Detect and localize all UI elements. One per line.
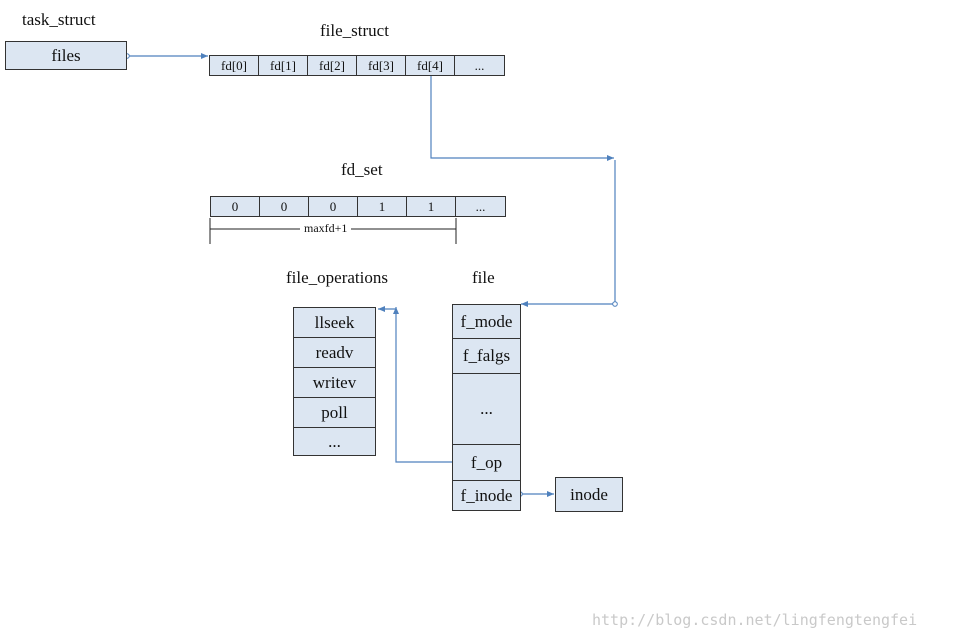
fd-cell: ... <box>454 55 505 76</box>
fd-set-cell: 1 <box>357 196 407 217</box>
fd-set-cell: 0 <box>308 196 358 217</box>
fd-set-cell: 0 <box>210 196 260 217</box>
file-field: f_mode <box>452 304 521 339</box>
operation-entry: ... <box>293 427 376 456</box>
operation-entry: writev <box>293 367 376 398</box>
fd-cell: fd[2] <box>307 55 357 76</box>
file-struct-array: fd[0] fd[1] fd[2] fd[3] fd[4] ... <box>209 55 505 76</box>
task-struct-title: task_struct <box>22 10 96 29</box>
fd4-junction-dot <box>612 301 618 307</box>
file-operations-table: llseek readv writev poll ... <box>293 307 376 456</box>
fd4-to-file-arrow <box>430 76 614 161</box>
file-struct-title: file_struct <box>320 21 389 40</box>
watermark-url: http://blog.csdn.net/lingfengtengfei <box>592 611 918 629</box>
files-field-box: files <box>5 41 127 70</box>
file-field: ... <box>452 373 521 445</box>
fd-set-array: 0 0 0 1 1 ... <box>210 196 506 217</box>
operation-entry: llseek <box>293 307 376 338</box>
fd-set-cell: 1 <box>406 196 456 217</box>
file-field: f_inode <box>452 480 521 511</box>
fd-set-cell: ... <box>455 196 506 217</box>
fd-cell: fd[4] <box>405 55 455 76</box>
inode-label: inode <box>570 484 608 504</box>
fd-cell: fd[3] <box>356 55 406 76</box>
inode-box: inode <box>555 477 623 512</box>
files-field-label: files <box>51 45 81 65</box>
operation-entry: poll <box>293 397 376 428</box>
operation-entry: readv <box>293 337 376 368</box>
fd-cell: fd[0] <box>209 55 259 76</box>
file-table: f_mode f_falgs ... f_op f_inode <box>452 304 521 511</box>
file-title: file <box>472 268 495 287</box>
file-field: f_op <box>452 444 521 481</box>
file-pointer-path <box>521 160 616 307</box>
file-field: f_falgs <box>452 338 521 374</box>
file-operations-title: file_operations <box>286 268 388 287</box>
fd-set-cell: 0 <box>259 196 309 217</box>
fd-cell: fd[1] <box>258 55 308 76</box>
fd-set-title: fd_set <box>341 160 383 179</box>
fop-to-operations-arrow <box>393 307 452 463</box>
maxfd-span-label: maxfd+1 <box>300 221 352 236</box>
